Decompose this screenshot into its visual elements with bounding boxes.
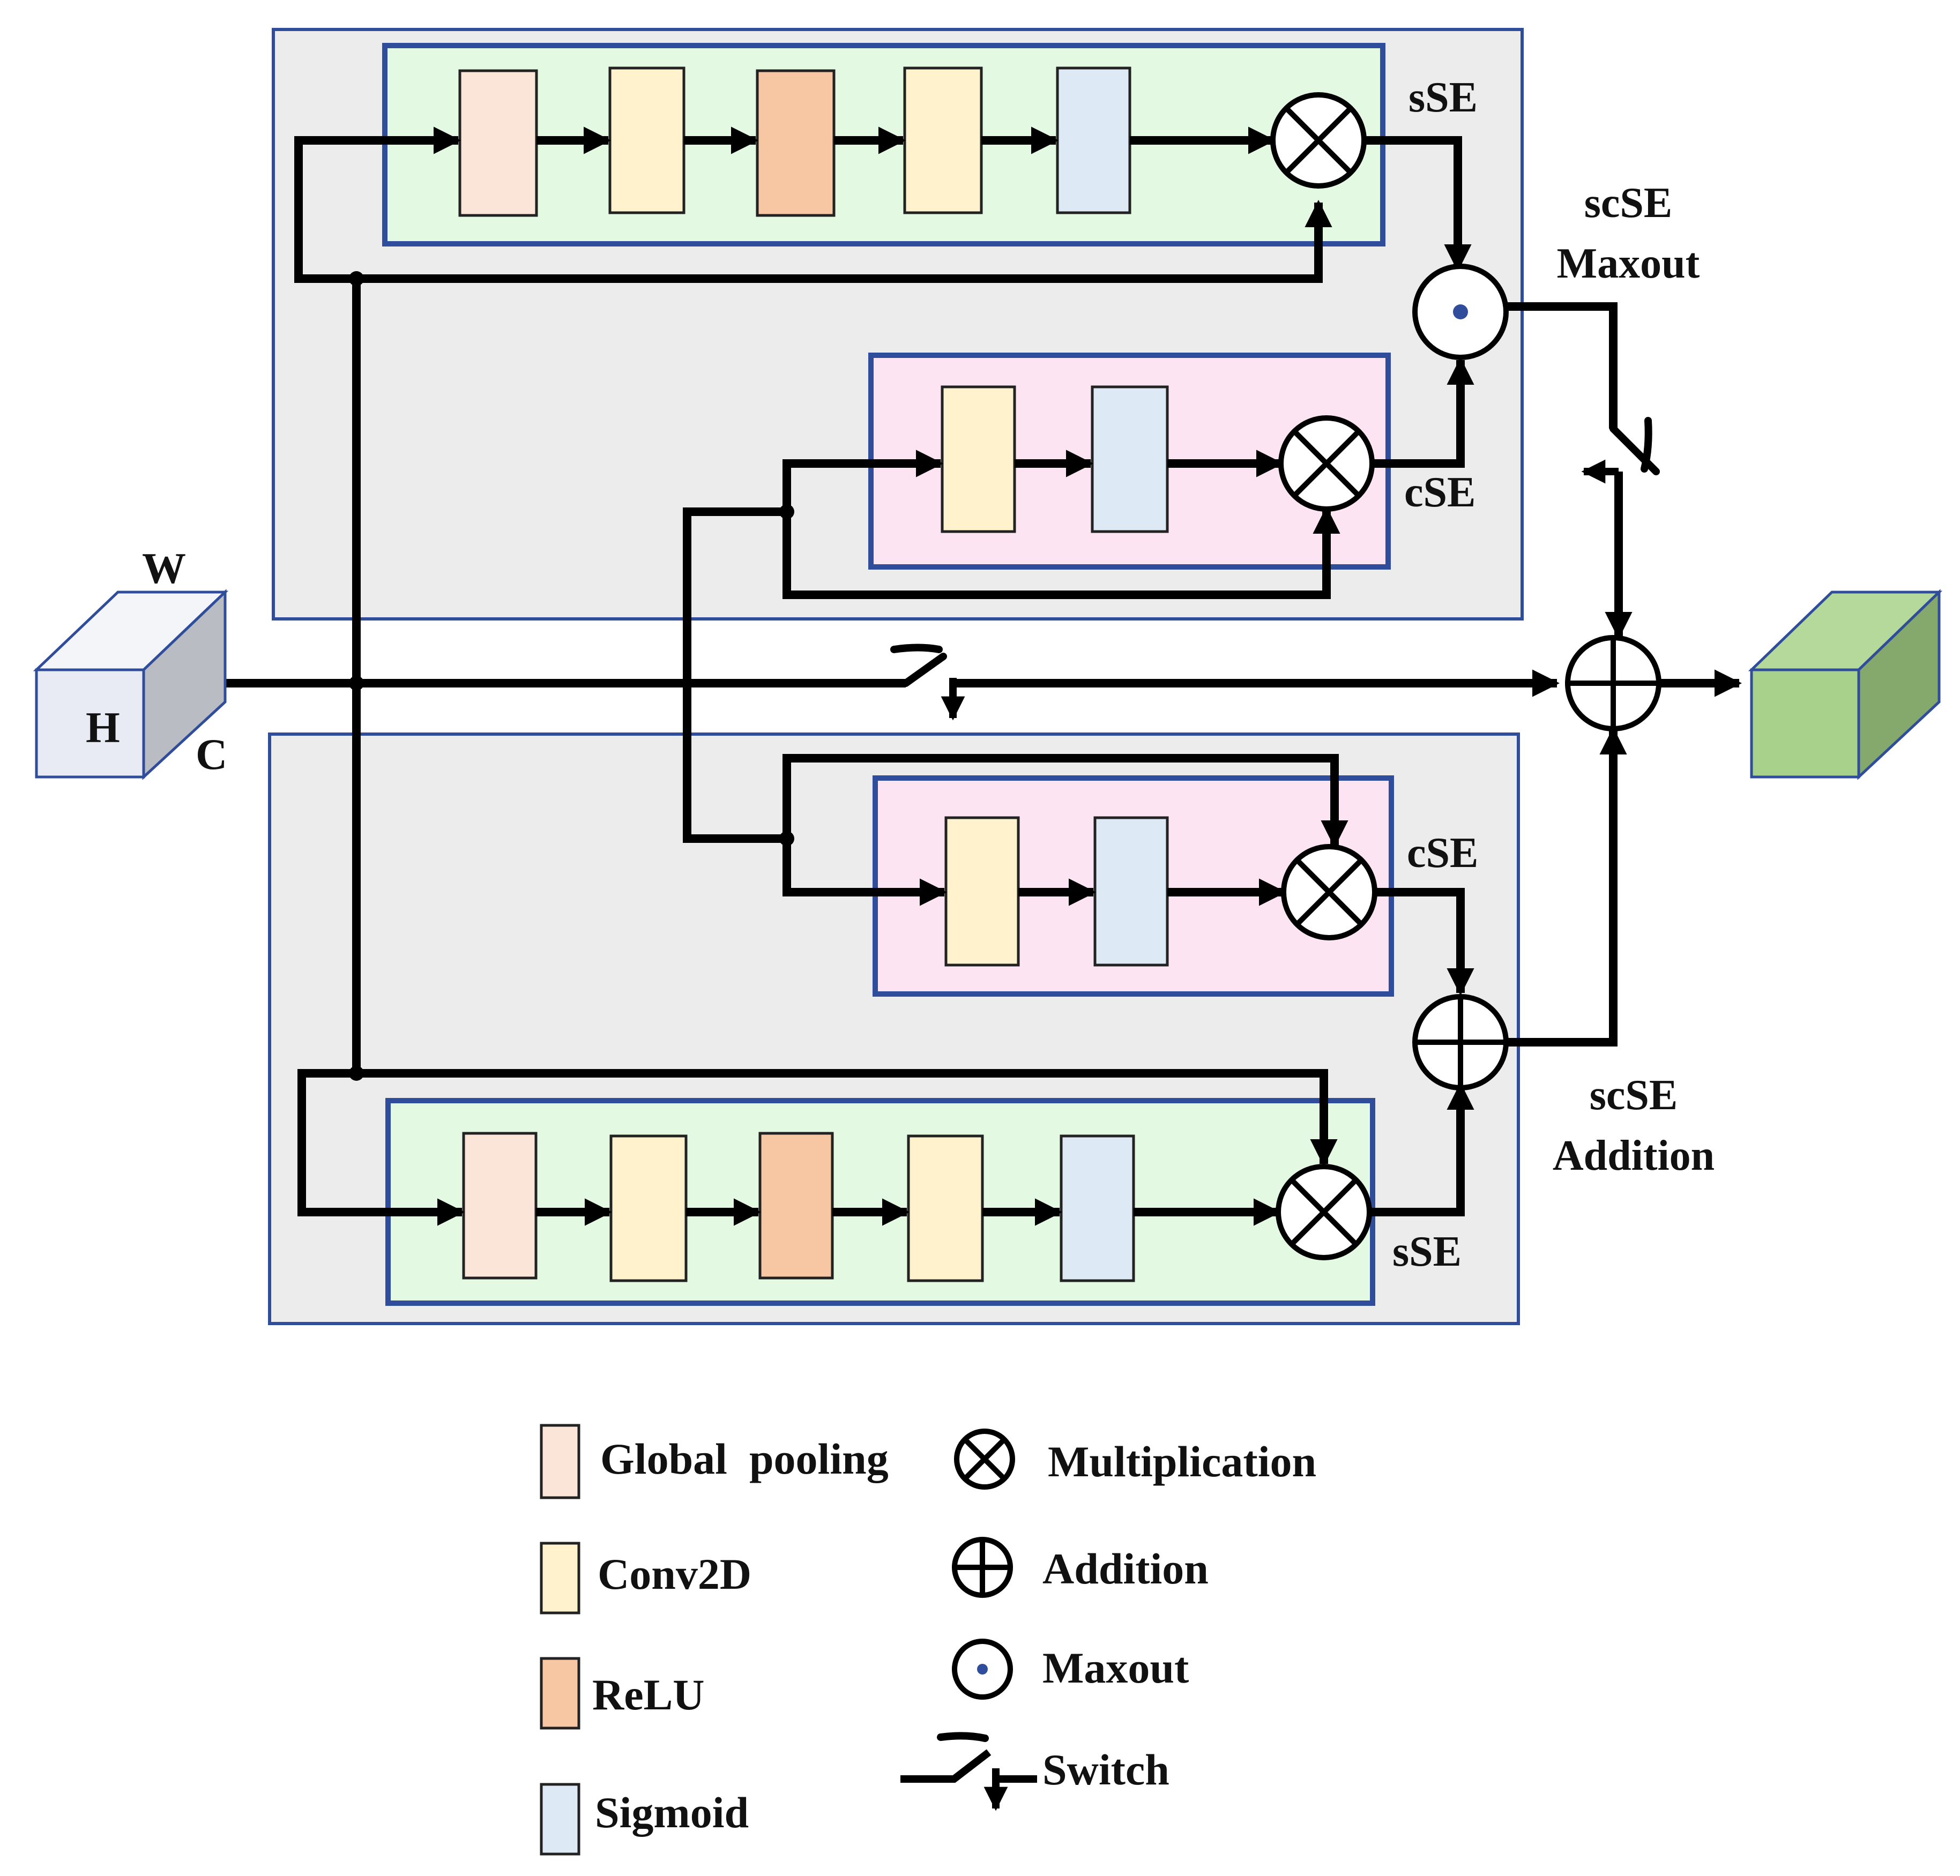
input-h-label: H <box>86 703 120 752</box>
top-sse-conv2d-1 <box>608 66 685 214</box>
legend-maxout-icon <box>952 1639 1013 1700</box>
input-tensor-cube <box>33 589 229 780</box>
scse-addition-label-line2: Addition <box>1553 1132 1715 1179</box>
top-sse-entry-line <box>294 126 461 283</box>
switch-icon <box>1581 417 1660 484</box>
cse-bus-line <box>683 507 787 843</box>
legend-sigmoid-swatch <box>540 1783 580 1856</box>
output-tensor-cube <box>1748 589 1943 780</box>
top-cse-skip-line <box>782 506 1340 599</box>
legend-relu-label: ReLU <box>592 1670 705 1719</box>
legend-global-pooling-label: Global pooling <box>600 1434 889 1483</box>
legend-conv2d-label: Conv2D <box>598 1550 751 1598</box>
bottom-sse-mult-to-adder <box>1369 1082 1474 1216</box>
top-cse-conv2d <box>941 385 1016 533</box>
legend-relu-swatch <box>540 1657 580 1730</box>
top-cse-sigmoid <box>1091 385 1169 533</box>
switch-icon <box>890 644 965 721</box>
junction-dot <box>349 271 364 286</box>
top-sse-skip-line <box>356 199 1332 283</box>
input-c-label: C <box>196 730 227 779</box>
circled-plus-icon <box>1412 994 1509 1090</box>
scse-addition-label-line1: scSE <box>1590 1072 1678 1119</box>
legend-addition-label: Addition <box>1042 1544 1209 1593</box>
junction-dot <box>779 831 794 846</box>
bottom-sse-sigmoid <box>1060 1134 1135 1282</box>
legend-multiplication-icon <box>954 1429 1015 1490</box>
bottom-cse-entry-line <box>782 839 948 906</box>
scse-maxout-label-line1: scSE <box>1584 180 1673 227</box>
circled-times-icon <box>1276 1164 1372 1260</box>
circled-plus-icon <box>1565 635 1661 731</box>
bottom-sse-conv2d-1 <box>609 1134 688 1282</box>
legend-global-pooling-swatch <box>540 1424 580 1499</box>
top-sse-sigmoid <box>1056 66 1131 214</box>
top-sse-relu <box>756 69 836 217</box>
bottom-sse-relu <box>758 1132 834 1280</box>
top-sse-global-pooling <box>458 69 538 217</box>
connections <box>189 126 1742 1226</box>
legend-switch-icon <box>900 1732 1037 1811</box>
legend-maxout-label: Maxout <box>1042 1643 1189 1692</box>
top-sse-conv2d-2 <box>903 66 983 214</box>
circled-times-icon <box>1281 844 1377 940</box>
bottom-cse-conv2d <box>944 816 1020 967</box>
junction-dots <box>349 271 794 1081</box>
bottom-cse-skip-line <box>782 754 1348 848</box>
scse-addition-to-final-adder-line <box>1506 727 1627 1047</box>
legend-switch-label: Switch <box>1042 1745 1169 1794</box>
bottom-sse-entry-line <box>297 1069 465 1226</box>
input-w-label: W <box>142 544 186 593</box>
top-cse-entry-line <box>782 450 944 512</box>
scse-maxout-label-line2: Maxout <box>1557 240 1700 287</box>
top-sse-label: sSE <box>1408 74 1478 121</box>
junction-dot <box>349 1066 364 1081</box>
bottom-cse-label: cSE <box>1407 829 1478 877</box>
bottom-sse-conv2d-2 <box>907 1134 984 1282</box>
legend-multiplication-label: Multiplication <box>1048 1437 1316 1486</box>
legend-sigmoid-label: Sigmoid <box>595 1788 749 1837</box>
bottom-sse-skip-line <box>356 1069 1338 1167</box>
junction-dot <box>349 676 364 691</box>
bottom-cse-sigmoid <box>1093 816 1169 967</box>
bottom-cse-mult-to-adder <box>1375 888 1474 996</box>
bottom-sse-global-pooling <box>462 1132 538 1280</box>
circled-dot-icon <box>1412 264 1509 360</box>
maxout-to-switch-line <box>1506 302 1618 429</box>
legend-addition-icon <box>952 1537 1013 1598</box>
circled-times-icon <box>1270 92 1367 189</box>
top-sse-mult-to-maxout <box>1364 136 1472 272</box>
legend: Global pooling Conv2D ReLU Sigmoid Multi… <box>540 1424 1316 1856</box>
top-cse-mult-to-maxout <box>1372 357 1474 468</box>
junction-dot <box>779 504 794 519</box>
bottom-sse-block <box>385 1098 1375 1306</box>
circled-times-icon <box>1278 415 1375 512</box>
legend-conv2d-swatch <box>540 1542 580 1615</box>
bottom-sse-label: sSE <box>1392 1228 1462 1275</box>
top-cse-label: cSE <box>1404 469 1475 516</box>
